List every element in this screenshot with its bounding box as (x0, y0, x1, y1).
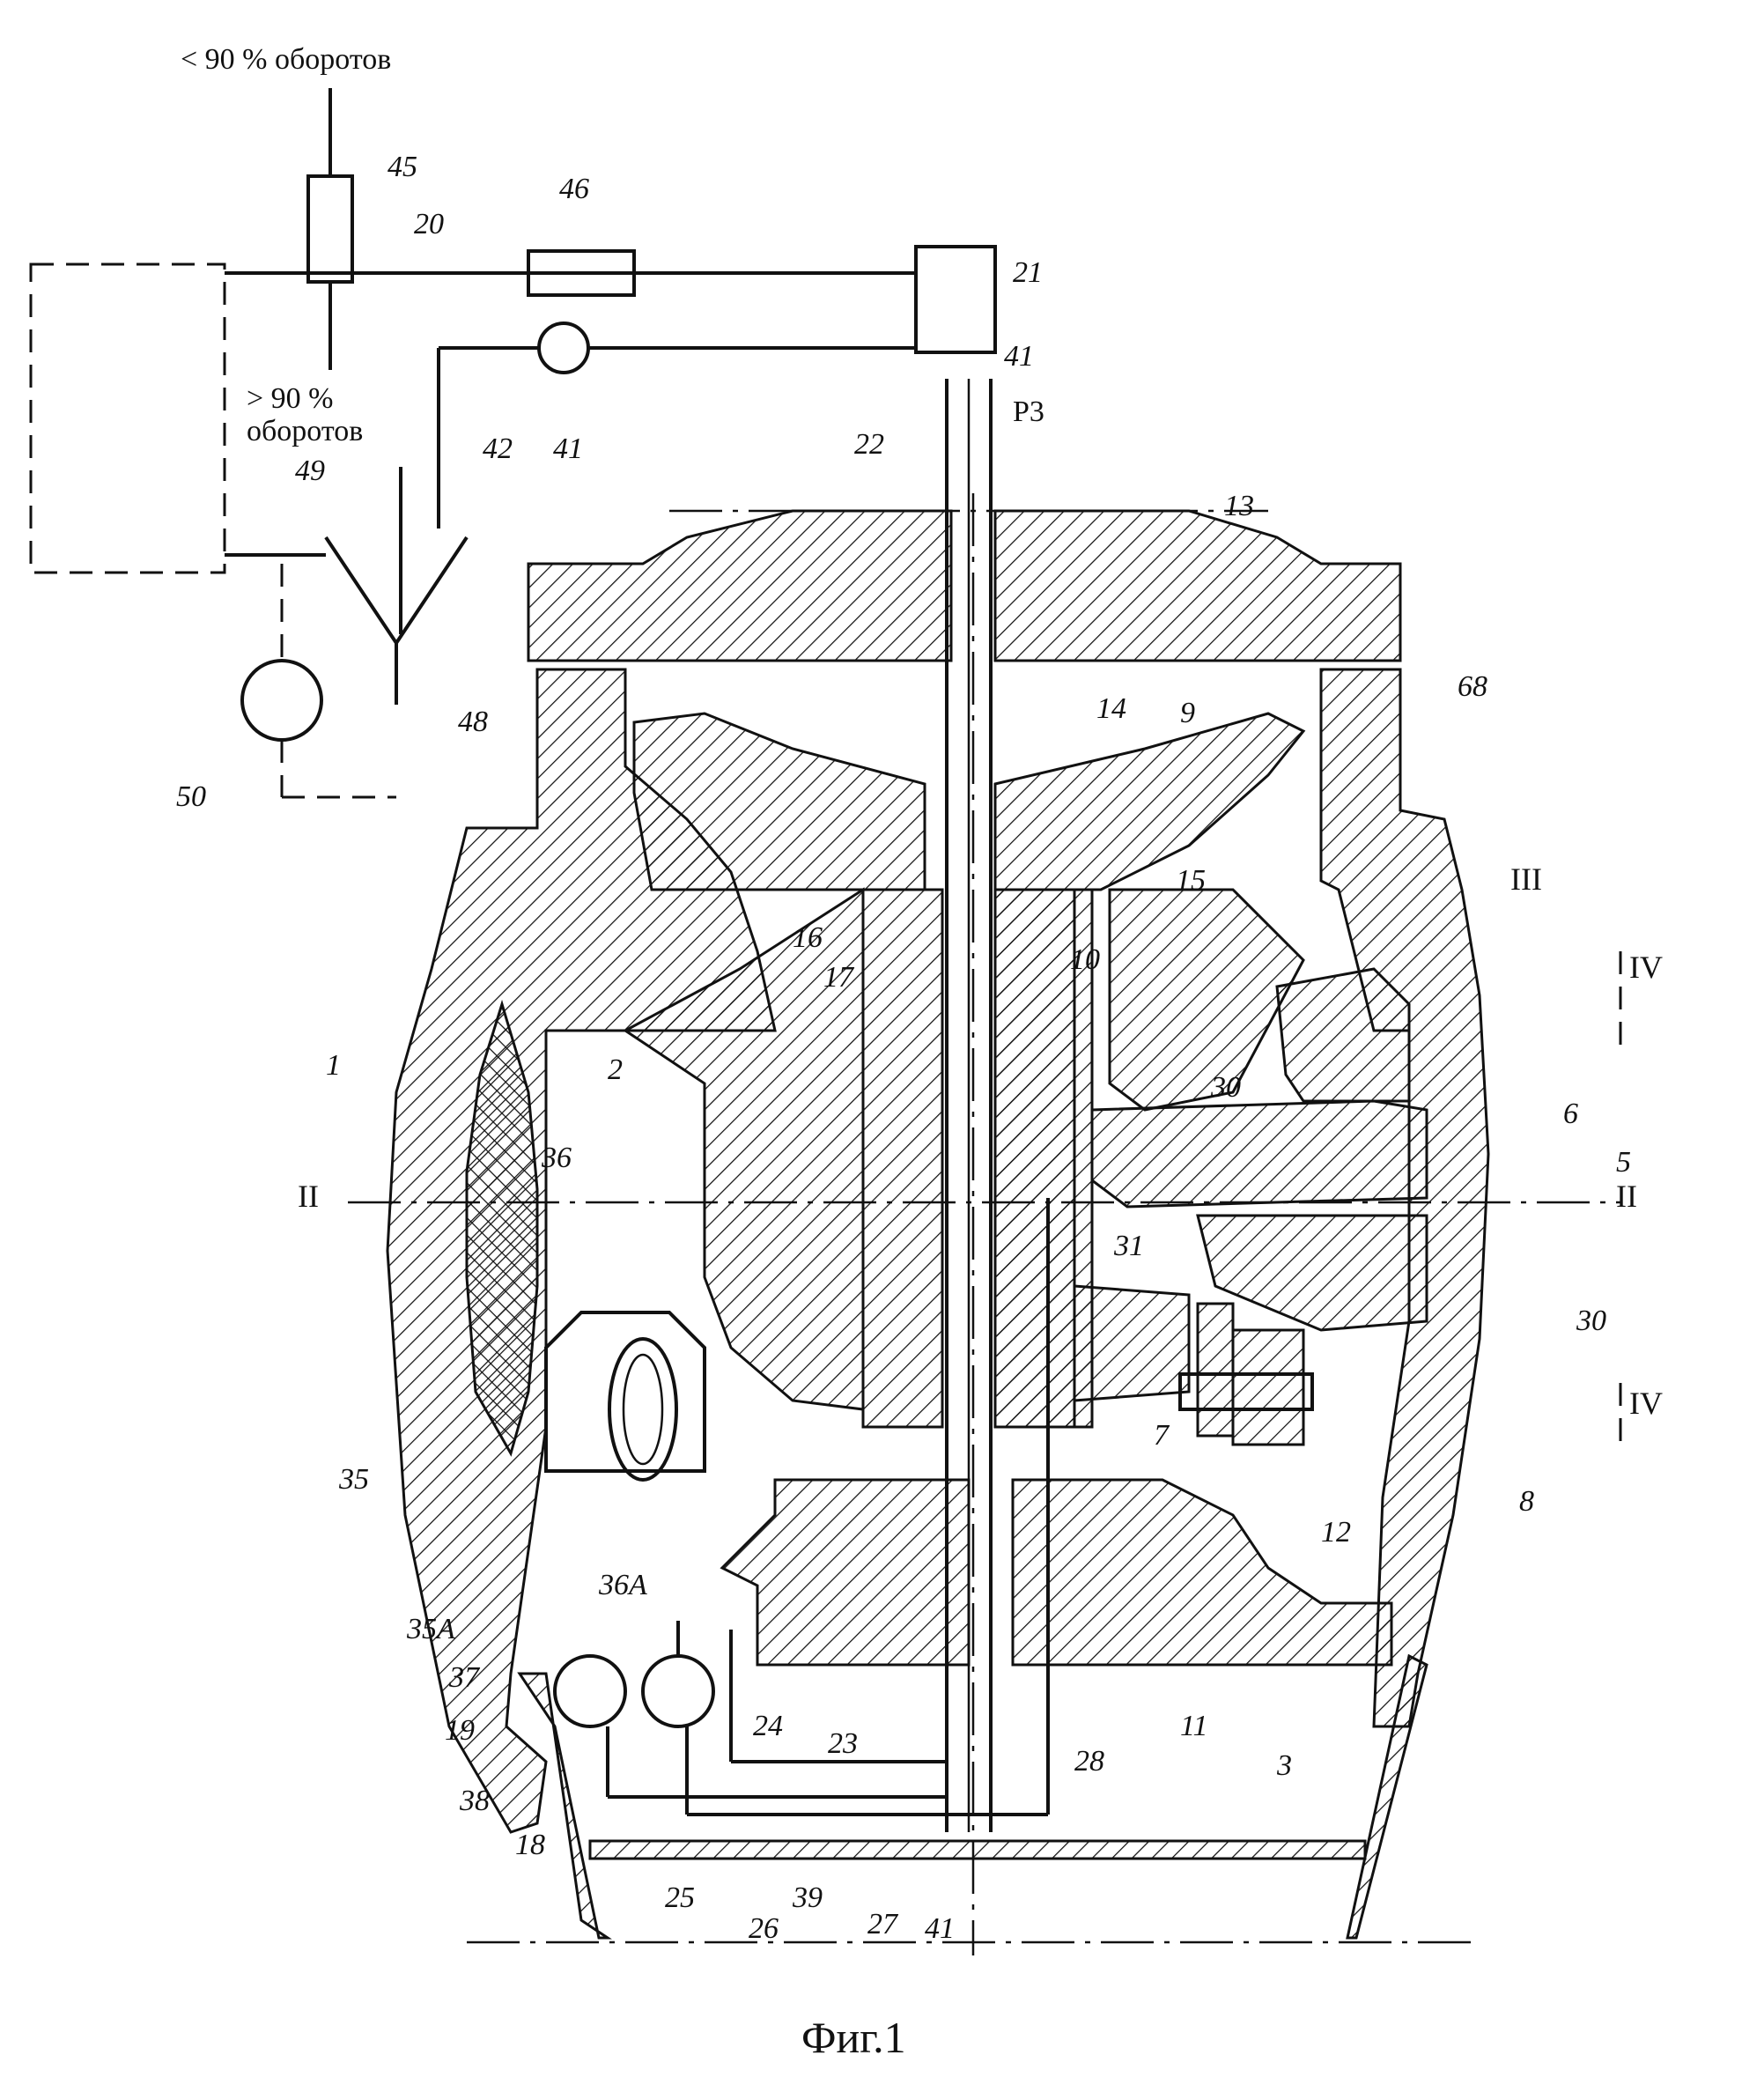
ref-46: 46 (559, 173, 589, 205)
ref-28: 28 (1074, 1745, 1104, 1778)
ref-19: 19 (445, 1714, 475, 1747)
ref-27: 27 (867, 1908, 899, 1940)
ref-45: 45 (387, 151, 417, 183)
ref-41-top: 41 (1004, 340, 1034, 373)
figure-caption: Фиг.1 (801, 2013, 906, 2062)
ref-48: 48 (458, 706, 488, 738)
ref-16: 16 (793, 921, 823, 954)
ref-35: 35 (338, 1463, 369, 1496)
ref-36a: 36A (598, 1569, 647, 1601)
ref-13: 13 (1224, 490, 1254, 522)
ref-5: 5 (1616, 1146, 1631, 1179)
ref-25: 25 (665, 1881, 695, 1914)
section-mark-ii-left: II (298, 1179, 319, 1214)
ref-17: 17 (823, 961, 855, 994)
ref-9: 9 (1180, 697, 1195, 729)
ref-10: 10 (1070, 943, 1100, 976)
ref-30-upper: 30 (1210, 1071, 1241, 1104)
ref-41-valve: 41 (553, 432, 583, 465)
ref-23: 23 (828, 1727, 858, 1760)
ref-36: 36 (541, 1142, 572, 1174)
ref-12: 12 (1321, 1516, 1351, 1549)
ref-22: 22 (854, 428, 884, 461)
ref-24: 24 (753, 1710, 783, 1742)
ref-39: 39 (792, 1881, 823, 1914)
section-mark-iii: III (1510, 861, 1542, 897)
note-below-90: < 90 % оборотов (181, 43, 391, 76)
ref-49: 49 (295, 455, 325, 487)
note-p3: P3 (1013, 395, 1044, 428)
ref-37: 37 (448, 1661, 481, 1694)
ref-11: 11 (1180, 1710, 1207, 1742)
ref-68: 68 (1458, 670, 1487, 703)
section-mark-ii-right: II (1616, 1179, 1637, 1214)
ref-26: 26 (749, 1912, 779, 1945)
ref-31: 31 (1113, 1230, 1144, 1262)
ref-30-lower: 30 (1576, 1305, 1606, 1337)
ref-38: 38 (459, 1785, 490, 1817)
ref-35a: 35A (406, 1613, 455, 1645)
ref-2: 2 (608, 1053, 623, 1086)
ref-20: 20 (414, 208, 444, 240)
ref-15: 15 (1176, 864, 1206, 897)
note-above-90-line1: > 90 % (247, 382, 334, 415)
note-above-90-line2: оборотов (247, 415, 363, 447)
ref-7: 7 (1154, 1419, 1170, 1452)
ref-41-bottom: 41 (925, 1912, 955, 1945)
ref-6: 6 (1563, 1098, 1578, 1130)
section-mark-iv-top: IV (1629, 950, 1663, 985)
section-mark-iv-bottom: IV (1629, 1386, 1663, 1421)
ref-14: 14 (1096, 692, 1126, 725)
ref-1: 1 (326, 1049, 341, 1082)
ref-50: 50 (176, 780, 206, 813)
ref-18: 18 (515, 1829, 545, 1861)
ref-8: 8 (1519, 1485, 1534, 1518)
ref-21: 21 (1013, 256, 1043, 289)
ref-3: 3 (1276, 1749, 1292, 1782)
ref-42: 42 (483, 432, 513, 465)
